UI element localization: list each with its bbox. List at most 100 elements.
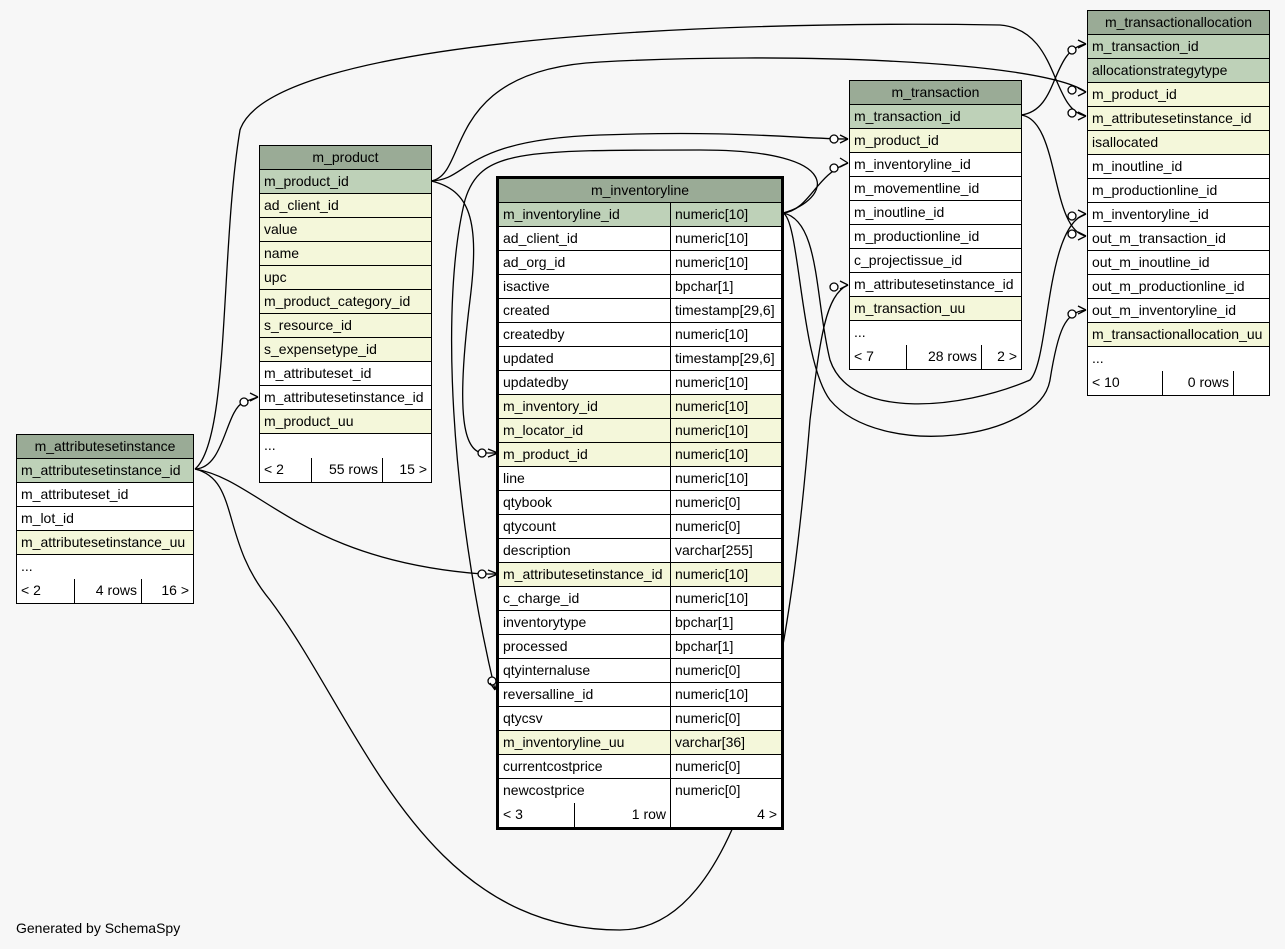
column-row[interactable]: m_attributeset_id — [17, 483, 193, 507]
more-columns[interactable]: ... — [17, 555, 193, 579]
column-row[interactable]: m_inoutline_id — [850, 201, 1021, 225]
table-title[interactable]: m_attributesetinstance — [34, 438, 176, 454]
column-row[interactable]: m_transaction_id — [850, 105, 1021, 129]
column-row[interactable]: m_transactionallocation_uu — [1088, 323, 1269, 347]
column-type: numeric[10] — [675, 326, 749, 342]
table-m-attributesetinstance[interactable]: m_attributesetinstance m_attributesetins… — [16, 434, 194, 604]
column-type: bpchar[1] — [675, 638, 734, 654]
more-columns[interactable]: ... — [850, 321, 1021, 345]
parents-count[interactable]: < 7 — [850, 345, 907, 369]
table-title[interactable]: m_inventoryline — [590, 182, 690, 198]
column-row[interactable]: m_lot_id — [17, 507, 193, 531]
column-row[interactable]: out_m_inventoryline_id — [1088, 299, 1269, 323]
edge-inventoryline-to-transaction — [782, 162, 849, 214]
column-row[interactable]: m_inventoryline_id — [1088, 203, 1269, 227]
column-row[interactable]: name — [260, 242, 431, 266]
column-row[interactable]: s_resource_id — [260, 314, 431, 338]
column-row[interactable]: m_attributesetinstance_id — [850, 273, 1021, 297]
column-row[interactable]: m_productionline_id — [850, 225, 1021, 249]
column-type: numeric[0] — [675, 710, 741, 726]
column-name: out_m_transaction_id — [1092, 230, 1226, 246]
column-row[interactable]: m_product_uu — [260, 410, 431, 434]
column-name: m_attributesetinstance_id — [854, 276, 1014, 292]
column-name: m_inventoryline_id — [499, 203, 671, 226]
more-columns[interactable]: ... — [260, 434, 431, 458]
column-row[interactable]: allocationstrategytype — [1088, 59, 1269, 83]
column-name: m_product_uu — [264, 413, 354, 429]
column-row[interactable]: m_attributeset_id — [260, 362, 431, 386]
table-title[interactable]: m_transaction — [891, 84, 980, 100]
children-count[interactable]: 2 > — [997, 348, 1017, 364]
column-row[interactable]: c_projectissue_id — [850, 249, 1021, 273]
column-row[interactable]: m_product_category_id — [260, 290, 431, 314]
more-columns[interactable]: ... — [1088, 347, 1269, 371]
column-row[interactable]: out_m_inoutline_id — [1088, 251, 1269, 275]
column-row[interactable]: m_product_id — [850, 129, 1021, 153]
parents-count[interactable]: < 2 — [260, 458, 312, 482]
children-count[interactable]: 16 > — [161, 582, 189, 598]
edge-asi-to-transaction — [194, 284, 849, 931]
column-row[interactable]: m_transaction_uu — [850, 297, 1021, 321]
column-row[interactable]: m_inoutline_id — [1088, 155, 1269, 179]
column-row[interactable]: m_product_id — [1088, 83, 1269, 107]
column-row[interactable]: m_attributesetinstance_id — [1088, 107, 1269, 131]
column-row[interactable]: ad_client_id — [260, 194, 431, 218]
column-row[interactable]: out_m_productionline_id — [1088, 275, 1269, 299]
column-row[interactable]: m_attributesetinstance_id — [17, 459, 193, 483]
parents-count[interactable]: < 3 — [499, 803, 575, 827]
column-name: line — [499, 467, 671, 490]
column-name: m_product_id — [1092, 86, 1177, 102]
column-row[interactable]: s_expensetype_id — [260, 338, 431, 362]
children-count[interactable]: 15 > — [399, 461, 427, 477]
children-count[interactable] — [1234, 371, 1269, 395]
table-title[interactable]: m_product — [312, 149, 379, 165]
column-row[interactable]: out_m_transaction_id — [1088, 227, 1269, 251]
parents-count[interactable]: < 10 — [1088, 371, 1163, 395]
table-m-transactionallocation[interactable]: m_transactionallocation m_transaction_id… — [1087, 10, 1270, 396]
parents-count[interactable]: < 2 — [17, 579, 75, 603]
column-row[interactable]: m_inventoryline_id — [850, 153, 1021, 177]
column-name: m_product_id — [499, 443, 671, 466]
column-type: bpchar[1] — [675, 614, 734, 630]
column-row[interactable]: m_transaction_id — [1088, 35, 1269, 59]
column-row[interactable]: m_productionline_id — [1088, 179, 1269, 203]
column-row[interactable]: isallocated — [1088, 131, 1269, 155]
column-row[interactable]: m_product_id — [260, 170, 431, 194]
column-name: m_inoutline_id — [1092, 158, 1183, 174]
column-row[interactable]: m_attributesetinstance_id — [260, 386, 431, 410]
column-row[interactable]: m_movementline_id — [850, 177, 1021, 201]
column-row[interactable]: upc — [260, 266, 431, 290]
column-row[interactable]: m_attributesetinstance_uu — [17, 531, 193, 555]
table-title[interactable]: m_transactionallocation — [1104, 14, 1253, 30]
children-count[interactable]: 4 > — [757, 806, 777, 822]
column-row[interactable]: value — [260, 218, 431, 242]
